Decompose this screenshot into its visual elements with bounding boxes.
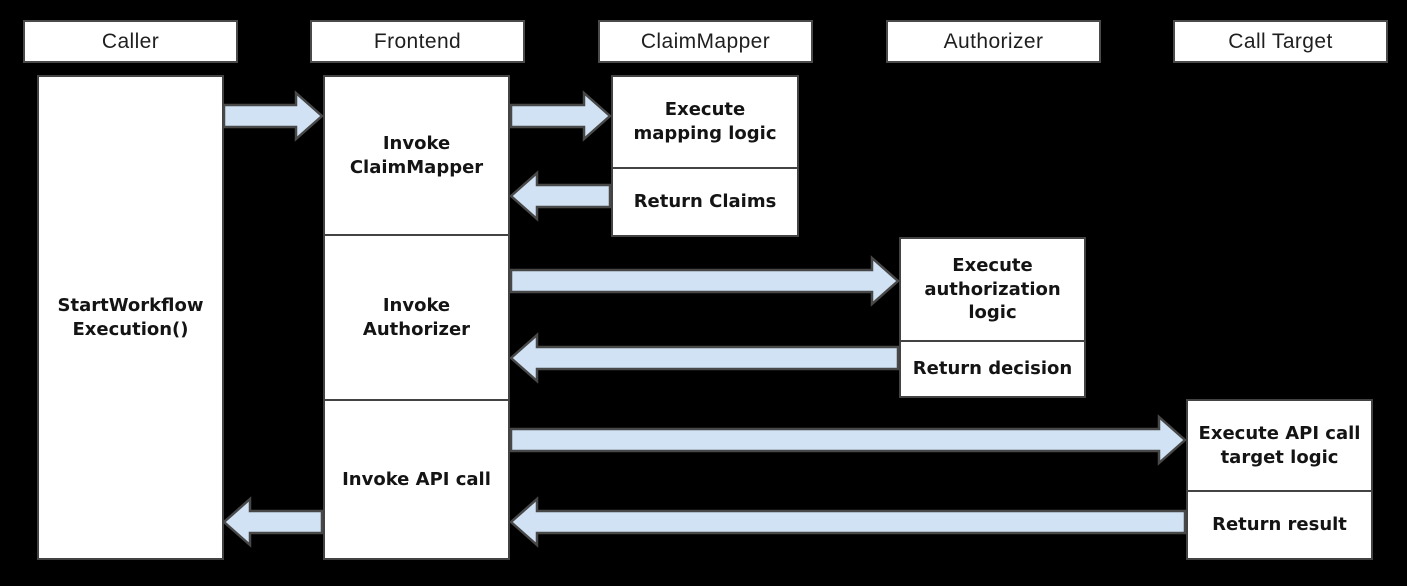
right-arrow-icon frontend-to-calltarget-arrow [510,414,1186,466]
step-label: Invoke Authorizer [362,295,471,340]
left-arrow-icon calltarget-return-arrow [510,496,1186,548]
left-arrow-icon claimmapper-return-arrow [510,170,611,222]
right-arrow-icon frontend-to-authorizer-arrow [510,255,899,307]
caller-lane: StartWorkflow Execution() [37,75,224,560]
step-box-invoke-claimmapper: Invoke ClaimMapper [325,77,508,234]
actor-header-claimmapper: ClaimMapper [598,20,813,63]
left-arrow-icon frontend-return-to-caller-arrow [223,496,323,548]
step-label: Return decision [912,358,1073,380]
step-label: StartWorkflow Execution() [57,295,204,340]
right-arrow-icon frontend-to-claimmapper-arrow [510,90,611,142]
step-label: Invoke API call [342,468,491,490]
step-label: Execute authorization logic [924,255,1061,324]
step-label: Execute mapping logic [633,99,777,144]
authorizer-lane: Execute authorization logic Return decis… [899,237,1086,398]
step-box-execute-authorization-logic: Execute authorization logic [901,239,1084,340]
step-box-invoke-api-call: Invoke API call [325,398,508,558]
step-box-execute-mapping-logic: Execute mapping logic [613,77,797,167]
frontend-lane: Invoke ClaimMapper Invoke Authorizer Inv… [323,75,510,560]
step-label: Invoke ClaimMapper [349,133,484,178]
actor-header-caller: Caller [23,20,238,63]
step-label: Return Claims [633,191,777,213]
step-box-startworkflowexecution: StartWorkflow Execution() [39,77,222,558]
claimmapper-lane: Execute mapping logic Return Claims [611,75,799,237]
step-box-return-result: Return result [1188,490,1371,558]
actor-header-frontend: Frontend [310,20,525,63]
step-label: Return result [1212,514,1347,536]
step-label: Execute API call target logic [1198,423,1361,468]
step-box-execute-api-call-target-logic: Execute API call target logic [1188,401,1371,490]
right-arrow-icon caller-to-frontend-arrow [223,90,323,142]
left-arrow-icon authorizer-return-arrow [510,332,899,384]
step-box-return-claims: Return Claims [613,166,797,235]
step-box-return-decision: Return decision [901,339,1084,396]
calltarget-lane: Execute API call target logic Return res… [1186,399,1373,560]
step-box-invoke-authorizer: Invoke Authorizer [325,234,508,398]
actor-header-calltarget: Call Target [1173,20,1388,63]
actor-header-authorizer: Authorizer [886,20,1101,63]
